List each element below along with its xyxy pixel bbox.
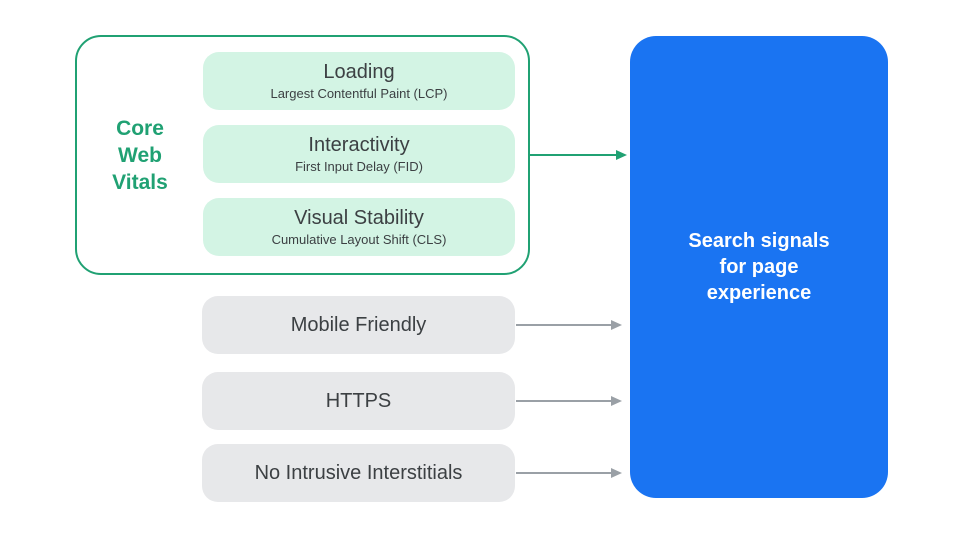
pill-mobile-friendly: Mobile Friendly [202, 296, 515, 354]
pill-interactivity-title: Interactivity [308, 134, 410, 156]
arrow-mobile-friendly [516, 320, 622, 330]
pill-visual-stability-title: Visual Stability [294, 207, 424, 229]
arrow-https [516, 396, 622, 406]
core-web-vitals-group: Core Web Vitals Loading Largest Contentf… [75, 35, 530, 275]
pill-no-intrusive-interstitials: No Intrusive Interstitials [202, 444, 515, 502]
pill-https: HTTPS [202, 372, 515, 430]
pill-loading-title: Loading [323, 61, 395, 83]
arrow-core-web-vitals [530, 150, 627, 160]
pill-loading: Loading Largest Contentful Paint (LCP) [203, 52, 515, 110]
arrow-no-intrusive-interstitials [516, 468, 622, 478]
pill-interactivity: Interactivity First Input Delay (FID) [203, 125, 515, 183]
core-web-vitals-label: Core Web Vitals [112, 116, 168, 194]
pill-visual-stability: Visual Stability Cumulative Layout Shift… [203, 198, 515, 256]
pill-interactivity-subtitle: First Input Delay (FID) [295, 159, 423, 174]
pill-visual-stability-subtitle: Cumulative Layout Shift (CLS) [271, 232, 447, 247]
core-web-vitals-pill-list: Loading Largest Contentful Paint (LCP) I… [203, 52, 515, 256]
pill-loading-subtitle: Largest Contentful Paint (LCP) [270, 86, 448, 101]
search-signals-label: Search signals for page experience [688, 230, 830, 304]
search-signals-box: Search signals for page experience [630, 36, 888, 498]
